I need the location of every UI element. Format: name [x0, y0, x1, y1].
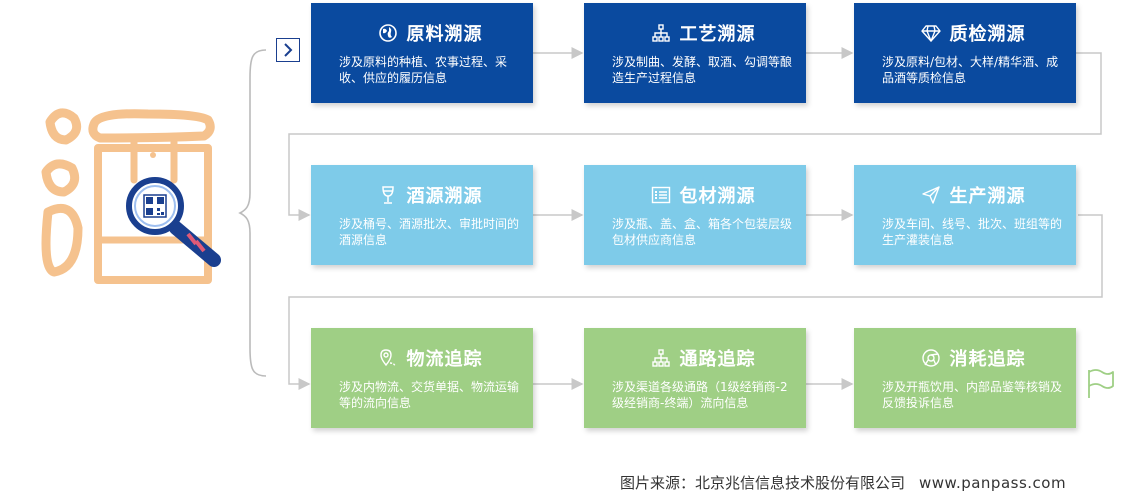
- node-title: 质检溯源: [949, 24, 1026, 45]
- arrow-production-logistics: [288, 214, 1103, 390]
- diamond-icon: [920, 25, 941, 42]
- node-quality-check: 质检溯源 涉及原料/包材、大样/精华酒、成品酒等质检信息: [854, 3, 1076, 103]
- node-title: 包材溯源: [679, 186, 756, 207]
- curly-brace: [238, 49, 267, 377]
- node-logistics: 物流追踪 涉及内物流、交货单据、物流运输等的流向信息: [311, 328, 533, 428]
- image-source: 图片来源：北京兆信信息技术股份有限公司 www.panpass.com: [620, 472, 1066, 493]
- node-production: 生产溯源 涉及车间、线号、批次、班组等的生产灌装信息: [854, 165, 1076, 265]
- node-raw-material: 原料溯源 涉及原料的种植、农事过程、采收、供应的履历信息: [311, 3, 533, 103]
- node-liquor-source: 酒源溯源 涉及桶号、酒源批次、审批时间的酒源信息: [311, 165, 533, 265]
- node-title: 工艺溯源: [679, 24, 756, 45]
- wine-glass-icon: [381, 186, 394, 204]
- hierarchy-icon: [651, 349, 670, 367]
- node-packaging: 包材溯源 涉及瓶、盖、盒、箱各个包装层级包材供应商信息: [584, 165, 806, 265]
- node-description: 涉及制曲、发酵、取酒、勾调等酿造生产过程信息: [612, 55, 793, 85]
- node-description: 涉及内物流、交货单据、物流运输等的流向信息: [339, 380, 520, 410]
- arrow-qc-liquor: [288, 52, 1102, 221]
- source-label: 图片来源：北京兆信信息技术股份有限公司: [620, 474, 906, 492]
- globe-icon: [378, 24, 397, 42]
- node-title: 物流追踪: [406, 349, 483, 370]
- node-consumption: 消耗追踪 涉及开瓶饮用、内部品鉴等核销及反馈投诉信息: [854, 328, 1076, 428]
- expand-button[interactable]: [276, 38, 300, 62]
- node-description: 涉及桶号、酒源批次、审批时间的酒源信息: [339, 217, 520, 247]
- node-title: 生产溯源: [949, 186, 1026, 207]
- node-description: 涉及渠道各级通路（1级经销商-2级经销商-终端）流向信息: [612, 380, 788, 410]
- chrome-circle-icon: [921, 349, 940, 367]
- node-craft: 工艺溯源 涉及制曲、发酵、取酒、勾调等酿造生产过程信息: [584, 3, 806, 103]
- node-description: 涉及瓶、盖、盒、箱各个包装层级包材供应商信息: [612, 217, 793, 247]
- node-title: 酒源溯源: [406, 186, 483, 207]
- node-description: 涉及车间、线号、批次、班组等的生产灌装信息: [882, 217, 1063, 247]
- location-pin-icon: [379, 349, 396, 367]
- liquor-trace-logo: [41, 108, 221, 284]
- node-channel: 通路追踪 涉及渠道各级通路（1级经销商-2级经销商-终端）流向信息: [584, 328, 806, 428]
- node-title: 消耗追踪: [949, 349, 1026, 370]
- node-description: 涉及开瓶饮用、内部品鉴等核销及反馈投诉信息: [882, 380, 1063, 410]
- node-title: 原料溯源: [406, 24, 483, 45]
- node-description: 涉及原料/包材、大样/精华酒、成品酒等质检信息: [882, 55, 1059, 85]
- list-icon: [651, 186, 670, 204]
- flag-icon: [1088, 369, 1114, 398]
- node-description: 涉及原料的种植、农事过程、采收、供应的履历信息: [339, 55, 508, 85]
- chevron-right-icon: [284, 43, 293, 57]
- node-title: 通路追踪: [679, 349, 756, 370]
- send-icon: [921, 186, 940, 204]
- hierarchy-icon: [651, 24, 670, 42]
- source-url: www.panpass.com: [919, 474, 1067, 492]
